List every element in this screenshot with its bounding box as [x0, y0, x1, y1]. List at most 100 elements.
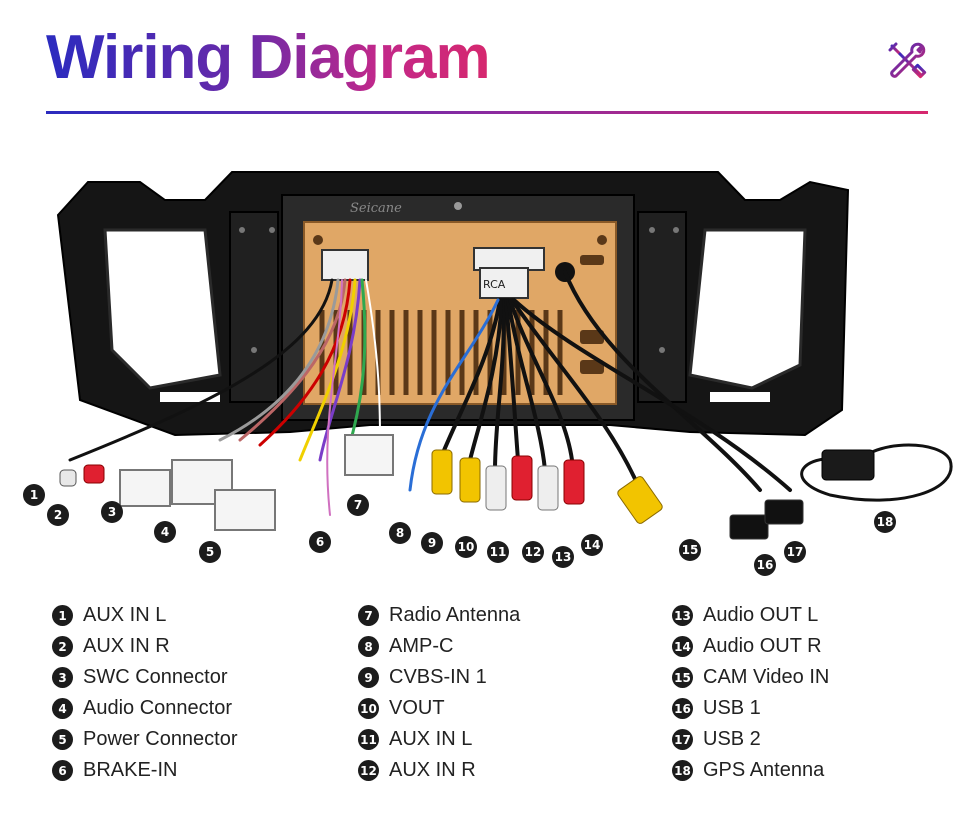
marker-circle	[552, 546, 574, 568]
legend-number-badge: 10	[358, 698, 379, 719]
figure-marker: 3	[101, 501, 123, 523]
marker-number: 8	[396, 526, 404, 540]
legend-label: USB 1	[703, 697, 761, 719]
marker-circle	[154, 521, 176, 543]
figure-marker: 9	[421, 532, 443, 554]
legend-number-badge: 12	[358, 760, 379, 781]
marker-circle	[487, 541, 509, 563]
legend-label: GPS Antenna	[703, 759, 825, 781]
legend-number-badge: 16	[672, 698, 693, 719]
marker-number: 14	[584, 538, 601, 552]
legend-number-badge: 13	[672, 605, 693, 626]
marker-number: 2	[54, 508, 62, 522]
figure-marker: 17	[784, 541, 806, 563]
legend-label: AUX IN R	[83, 635, 170, 657]
marker-number: 9	[428, 536, 436, 550]
legend-item: 6 BRAKE-IN	[52, 755, 238, 786]
legend-number-badge: 6	[52, 760, 73, 781]
figure-marker: 6	[309, 531, 331, 553]
legend-number-badge: 14	[672, 636, 693, 657]
wiring-harness	[68, 270, 953, 516]
figure-marker: 8	[389, 522, 411, 544]
figure-marker: 7	[347, 494, 369, 516]
legend-item: 14 Audio OUT R	[672, 631, 829, 662]
marker-number: 3	[108, 505, 116, 519]
marker-circle	[754, 554, 776, 576]
figure-marker: 18	[874, 511, 896, 533]
legend-item: 1 AUX IN L	[52, 600, 238, 631]
figure-marker: 10	[455, 536, 477, 558]
legend-number-badge: 3	[52, 667, 73, 688]
figure-marker: 13	[552, 546, 574, 568]
bezel-frame	[56, 171, 850, 437]
marker-circle	[309, 531, 331, 553]
legend-item: 18 GPS Antenna	[672, 755, 829, 786]
marker-circle	[199, 541, 221, 563]
rca-label: RCA	[483, 278, 506, 291]
legend-number-badge: 5	[52, 729, 73, 750]
legend-item: 5 Power Connector	[52, 724, 238, 755]
marker-circle	[679, 539, 701, 561]
marker-circle	[874, 511, 896, 533]
connectors	[59, 434, 875, 540]
marker-number: 1	[30, 488, 38, 502]
marker-circle	[347, 494, 369, 516]
marker-number: 18	[877, 515, 894, 529]
figure-marker: 12	[522, 541, 544, 563]
figure-marker: 1	[23, 484, 45, 506]
marker-circle	[522, 541, 544, 563]
marker-circle	[581, 534, 603, 556]
marker-number: 17	[787, 545, 804, 559]
marker-number: 16	[757, 558, 774, 572]
legend-item: 8 AMP-C	[358, 631, 520, 662]
legend-label: Audio OUT L	[703, 604, 819, 626]
legend-label: Radio Antenna	[389, 604, 521, 626]
marker-number: 11	[490, 545, 507, 559]
marker-number: 7	[354, 498, 362, 512]
legend-label: SWC Connector	[83, 666, 228, 688]
figure-marker: 16	[754, 554, 776, 576]
marker-number: 13	[555, 550, 572, 564]
legend-item: 3 SWC Connector	[52, 662, 238, 693]
legend-label: AMP-C	[389, 635, 454, 657]
legend-number-badge: 1	[52, 605, 73, 626]
marker-number: 5	[206, 545, 214, 559]
legend-label: BRAKE-IN	[83, 759, 178, 781]
legend-number-badge: 15	[672, 667, 693, 688]
legend-number-badge: 18	[672, 760, 693, 781]
tools-icon	[888, 42, 927, 79]
page-title: Wiring Diagram	[46, 18, 491, 98]
marker-number: 12	[525, 545, 542, 559]
legend-item: 4 Audio Connector	[52, 693, 238, 724]
legend-label: Audio OUT R	[703, 635, 822, 657]
figure-marker: 14	[581, 534, 603, 556]
legend-number-badge: 17	[672, 729, 693, 750]
legend-label: USB 2	[703, 728, 761, 750]
figure-marker: 15	[679, 539, 701, 561]
legend-label: Power Connector	[83, 728, 238, 750]
wiring-figure: Seicane RCA	[23, 171, 953, 576]
marker-number: 15	[682, 543, 699, 557]
legend-item: 7 Radio Antenna	[358, 600, 520, 631]
figure-marker: 11	[487, 541, 509, 563]
marker-circle	[389, 522, 411, 544]
legend-item: 13 Audio OUT L	[672, 600, 829, 631]
legend-number-badge: 8	[358, 636, 379, 657]
legend-number-badge: 4	[52, 698, 73, 719]
legend-label: AUX IN L	[83, 604, 167, 626]
legend-label: Audio Connector	[83, 697, 232, 719]
marker-circle	[784, 541, 806, 563]
legend-label: CVBS-IN 1	[389, 666, 487, 688]
legend-number-badge: 7	[358, 605, 379, 626]
marker-circle	[23, 484, 45, 506]
marker-number: 4	[161, 525, 169, 539]
marker-circle	[455, 536, 477, 558]
marker-circle	[421, 532, 443, 554]
